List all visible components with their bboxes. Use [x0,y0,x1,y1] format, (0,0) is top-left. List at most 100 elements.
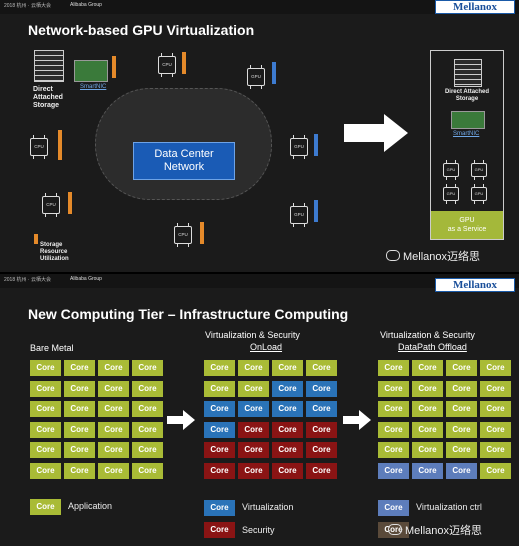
core-cell-bare-metal: Core [30,360,61,376]
partner-label: Alibaba Group [70,2,102,8]
core-cell-bare-metal: Core [64,401,95,417]
legend-application-label: Application [68,501,113,511]
storage-server-icon [34,50,64,82]
core-cell-onload: Core [272,380,303,397]
gpu-bar-2 [314,134,318,156]
top-bar: 2018 杭州 · 云栖大会 Alibaba Group [0,0,519,14]
right-arrow-icon-1 [167,410,195,430]
core-cell-bare-metal: Core [64,360,95,376]
svc-gpu-1: GPU [443,160,459,180]
legend-security-label: Security [242,525,275,535]
partner-label: Alibaba Group [70,276,102,282]
core-cell-onload: Core [238,442,269,458]
col-onload-header-2: OnLoad [250,342,283,352]
watermark: Mellanox迈络思 [388,522,482,538]
watermark-text: Mellanox迈络思 [405,525,483,537]
legend-virtualization-label: Virtualization [242,502,294,512]
core-cell-offload: Core [446,442,477,458]
slide-title: Network-based GPU Virtualization [28,22,255,38]
core-cell-offload: Core [378,421,409,438]
cpu-chip-3: CPU [42,193,60,217]
core-cell-onload: Core [204,442,235,458]
col-offload-header-1: Virtualization & Security [380,330,475,340]
col-offload-header-2: DataPath Offload [398,342,467,352]
svc-gpu-text: GPU as a Service [447,217,487,233]
cpu-chip-2: CPU [30,135,48,159]
core-cell-offload: Core [446,401,477,417]
core-cell-onload: Core [204,462,235,479]
watermark-text: Mellanox迈络思 [403,251,481,263]
legend-application-swatch: Core [30,499,61,515]
smartnic-label: SmartNIC [80,84,107,90]
core-cell-onload: Core [306,401,337,417]
core-cell-onload: Core [306,360,337,376]
core-cell-offload: Core [412,421,443,438]
legend-virt-ctrl-swatch: Core [378,500,409,516]
core-cell-bare-metal: Core [132,360,163,376]
core-cell-offload: Core [480,462,511,479]
core-cell-offload: Core [480,401,511,417]
core-cell-bare-metal: Core [30,421,61,438]
cpu-bar-1 [182,52,186,74]
storage-util-label: Storage Resource Utilization [40,242,69,262]
svc-gpu-4: GPU [471,184,487,204]
cpu-chip-4: CPU [174,223,192,247]
core-cell-offload: Core [412,442,443,458]
svc-gpu-3: GPU [443,184,459,204]
das-label: Direct Attached Storage [33,86,63,109]
core-cell-bare-metal: Core [132,442,163,458]
core-cell-offload: Core [480,442,511,458]
gpu-chip-2: GPU [290,135,308,159]
core-cell-onload: Core [272,421,303,438]
center-label: Data Center Network [154,148,214,173]
cpu-bar-3 [68,192,72,214]
core-cell-onload: Core [272,360,303,376]
core-cell-onload: Core [238,462,269,479]
core-cell-onload: Core [204,421,235,438]
core-cell-offload: Core [446,360,477,376]
core-cell-onload: Core [272,401,303,417]
core-cell-bare-metal: Core [30,462,61,479]
core-cell-onload: Core [204,380,235,397]
core-cell-bare-metal: Core [30,401,61,417]
legend-security-swatch: Core [204,522,235,538]
core-cell-offload: Core [412,401,443,417]
col-onload-header-1: Virtualization & Security [205,330,300,340]
core-cell-onload: Core [204,401,235,417]
core-cell-onload: Core [238,401,269,417]
core-cell-offload: Core [412,380,443,397]
core-cell-offload: Core [412,360,443,376]
event-label: 2018 杭州 · 云栖大会 [4,277,51,283]
core-cell-bare-metal: Core [132,380,163,397]
core-cell-offload: Core [480,421,511,438]
slide-gpu-virtualization: 2018 杭州 · 云栖大会 Alibaba Group Mellanox Ne… [0,0,519,272]
slide-title: New Computing Tier – Infrastructure Comp… [28,306,349,322]
gpu-service-box: Direct Attached Storage SmartNIC GPU GPU… [430,50,504,240]
core-cell-onload: Core [306,462,337,479]
svc-smartnic-label: SmartNIC [453,131,480,137]
core-cell-bare-metal: Core [132,401,163,417]
core-cell-bare-metal: Core [98,360,129,376]
gpu-bar-3 [314,200,318,222]
core-cell-onload: Core [204,360,235,376]
core-cell-onload: Core [238,421,269,438]
core-cell-bare-metal: Core [132,462,163,479]
mellanox-logo: Mellanox [435,0,515,14]
core-cell-bare-metal: Core [98,401,129,417]
core-cell-bare-metal: Core [132,421,163,438]
gpu-chip-3: GPU [290,203,308,227]
core-cell-onload: Core [306,442,337,458]
core-cell-offload: Core [378,442,409,458]
slide-infrastructure-computing: 2018 杭州 · 云栖大会 Alibaba Group Mellanox Ne… [0,274,519,546]
core-cell-onload: Core [238,380,269,397]
svc-das-label: Direct Attached Storage [444,89,490,102]
cpu-bar-2 [58,130,62,160]
core-cell-bare-metal: Core [30,380,61,397]
core-cell-offload: Core [378,462,409,479]
core-cell-bare-metal: Core [98,421,129,438]
gpu-as-a-service-label: GPU as a Service [431,211,503,239]
cpu-chip-1: CPU [158,53,176,77]
core-cell-offload: Core [378,401,409,417]
core-cell-bare-metal: Core [64,421,95,438]
storage-util-bar [34,234,38,244]
